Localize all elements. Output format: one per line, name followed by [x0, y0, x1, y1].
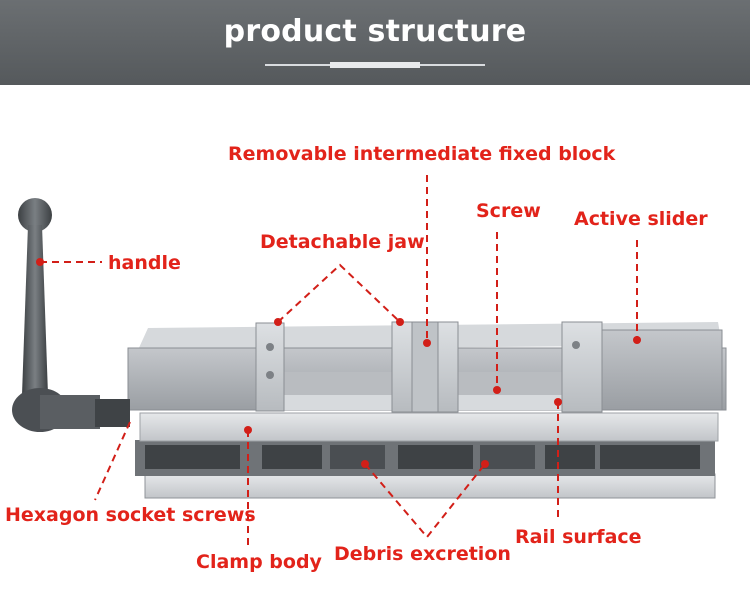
leader-lines [40, 175, 638, 548]
crank-handle [12, 198, 130, 432]
label-hexagon-screws: Hexagon socket screws [5, 504, 256, 526]
left-jaw [255, 322, 285, 412]
leader-dots [36, 258, 641, 468]
label-rail-surface: Rail surface [515, 526, 642, 548]
page-title: product structure [223, 14, 527, 49]
title-underline-accent [330, 62, 420, 68]
rail-band [139, 412, 719, 442]
label-clamp-body: Clamp body [196, 551, 322, 573]
label-debris-excretion: Debris excretion [334, 543, 511, 565]
label-screw: Screw [476, 200, 541, 222]
label-active-slider: Active slider [574, 208, 708, 230]
active-slider-block [561, 321, 723, 413]
label-detachable-jaw: Detachable jaw [260, 231, 425, 253]
cast-body [135, 440, 715, 476]
label-removable-block: Removable intermediate fixed block [228, 143, 616, 165]
label-handle: handle [108, 252, 181, 274]
header-banner: product structure [0, 0, 750, 85]
intermediate-block [391, 321, 459, 413]
base-plate [144, 473, 716, 499]
